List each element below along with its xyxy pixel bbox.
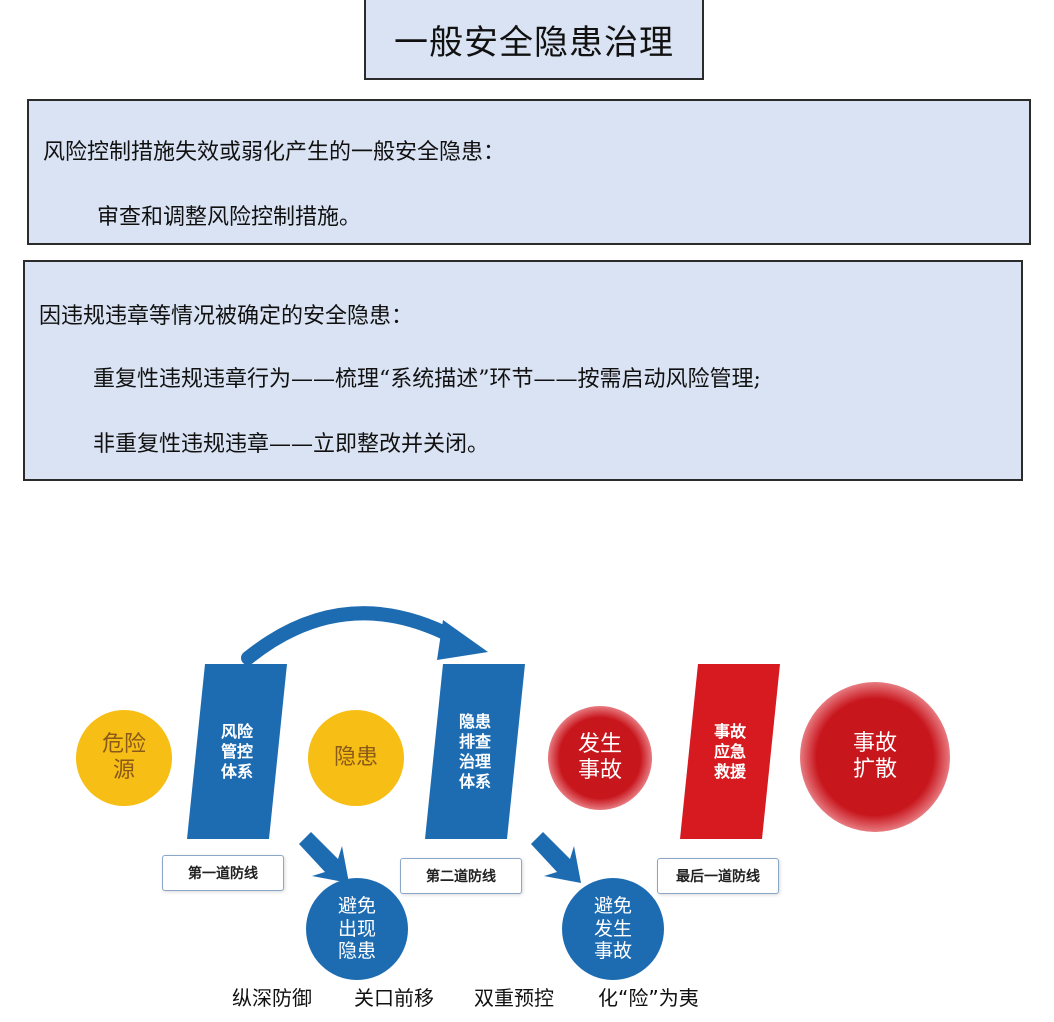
down-arrow-icon-2: [531, 832, 581, 883]
slogan-turn-danger: 化“险”为夷: [598, 986, 699, 1010]
hazard-check-system-panel: 隐患 排查 治理 体系: [425, 664, 525, 839]
avoid-accident-circle: 避免 发生 事故: [562, 878, 664, 980]
last-defense-line-label: 最后一道防线: [657, 858, 779, 894]
accident-occur-circle: 发生 事故: [548, 706, 652, 810]
first-defense-line-label: 第一道防线: [162, 855, 284, 891]
emergency-rescue-panel: 事故 应急 救援: [680, 664, 780, 839]
hazard-source-circle: 危险 源: [76, 710, 172, 806]
general-hazard-panel: 风险控制措施失效或弱化产生的一般安全隐患： 审查和调整风险控制措施。: [27, 99, 1031, 245]
panel2-item-repeat: 重复性违规违章行为——梳理“系统描述”环节——按需启动风险管理;: [93, 367, 761, 392]
diagram-arrows: [241, 606, 581, 883]
down-arrow-icon-1: [299, 832, 349, 883]
hazard-check-system-label: 隐患 排查 治理 体系: [458, 711, 491, 791]
avoid-hazard-circle: 避免 出现 隐患: [306, 878, 408, 980]
panel1-heading: 风险控制措施失效或弱化产生的一般安全隐患：: [43, 140, 506, 165]
slogan-dual-control: 双重预控: [474, 986, 554, 1010]
panel2-item-nonrepeat: 非重复性违规违章——立即整改并关闭。: [93, 432, 490, 457]
curved-arrow-icon: [241, 606, 462, 665]
emergency-rescue-label: 事故 应急 救援: [713, 721, 746, 781]
second-defense-line-label: 第二道防线: [400, 858, 522, 894]
slogan-move-forward: 关口前移: [354, 986, 434, 1010]
hidden-danger-circle: 隐患: [308, 710, 404, 806]
panel1-item: 审查和调整风险控制措施。: [97, 205, 362, 230]
page-title: 一般安全隐患治理: [364, 0, 704, 80]
risk-control-system-panel: 风险 管控 体系: [187, 664, 287, 839]
accident-spread-circle: 事故 扩散: [800, 682, 950, 832]
defense-diagram: 危险 源 隐患 发生 事故 事故 扩散 风险 管控 体系 隐患 排查 治理 体系…: [0, 560, 1054, 1022]
panel2-heading: 因违规违章等情况被确定的安全隐患：: [39, 304, 414, 329]
slogan-depth-defense: 纵深防御: [232, 986, 312, 1010]
risk-control-system-label: 风险 管控 体系: [220, 721, 253, 781]
curved-arrow-head-icon: [437, 620, 488, 660]
violation-hazard-panel: 因违规违章等情况被确定的安全隐患： 重复性违规违章行为——梳理“系统描述”环节—…: [23, 260, 1023, 481]
